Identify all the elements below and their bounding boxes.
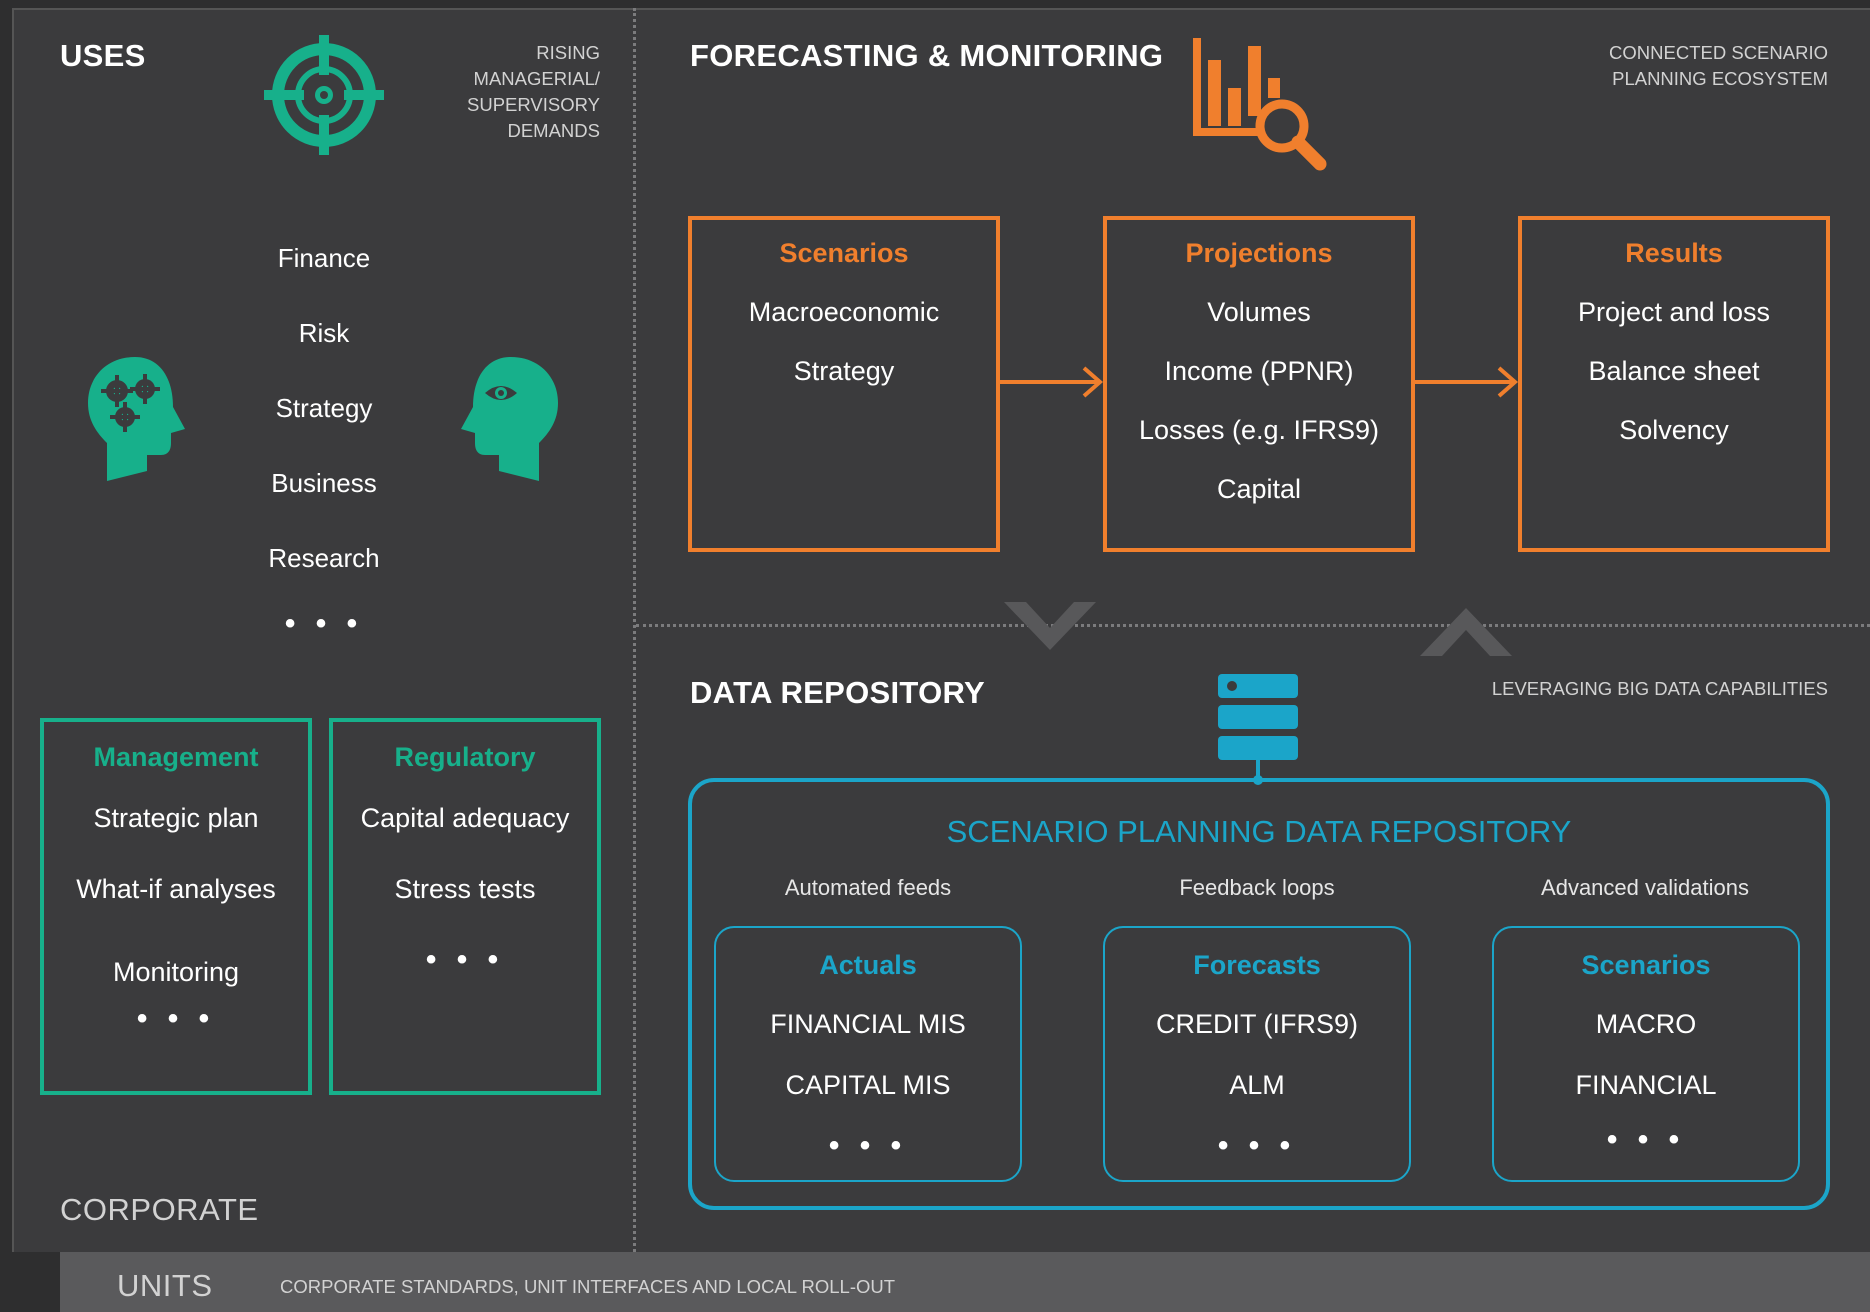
forecasting-title: FORECASTING & MONITORING <box>690 38 1164 73</box>
chevron-down-icon <box>1004 602 1096 650</box>
uses-item-business: Business <box>271 468 377 498</box>
projections-item-losses: Losses (e.g. IFRS9) <box>1138 415 1380 445</box>
horizontal-divider <box>636 624 1870 627</box>
regulatory-ellipsis: • • • <box>425 943 505 976</box>
uses-item-strategy: Strategy <box>275 393 373 423</box>
management-item-what-if: What-if analyses <box>76 874 276 904</box>
actuals-item-financial-mis: FINANCIAL MIS <box>770 1009 966 1039</box>
scenarios-item-strategy: Strategy <box>793 356 895 386</box>
uses-item-research: Research <box>268 543 380 573</box>
results-title: Results <box>1625 238 1723 268</box>
forecasts-box: Forecasts CREDIT (IFRS9) ALM • • • <box>1103 926 1411 1182</box>
management-item-strategic-plan: Strategic plan <box>93 803 259 833</box>
feed-advanced-validations: Advanced validations <box>1541 875 1749 900</box>
results-item-balance-sheet: Balance sheet <box>1588 356 1760 386</box>
actuals-ellipsis: • • • <box>828 1129 908 1162</box>
management-ellipsis: • • • <box>136 1002 216 1035</box>
arrow-projections-to-results <box>1415 366 1519 398</box>
repo-scenarios-item-financial: FINANCIAL <box>1575 1070 1717 1100</box>
repo-scenarios-title: Scenarios <box>1581 950 1711 980</box>
scenarios-item-macroeconomic: Macroeconomic <box>748 297 940 327</box>
units-bar <box>60 1252 1870 1312</box>
regulatory-item-stress-tests: Stress tests <box>394 874 536 904</box>
uses-caption: RISING MANAGERIAL/ SUPERVISORY DEMANDS <box>467 42 600 141</box>
projections-title: Projections <box>1185 238 1333 268</box>
management-item-monitoring: Monitoring <box>112 957 240 987</box>
projections-item-capital: Capital <box>1216 474 1302 504</box>
vertical-divider <box>633 8 636 1252</box>
units-caption: CORPORATE STANDARDS, UNIT INTERFACES AND… <box>280 1276 896 1297</box>
uses-item-risk: Risk <box>298 318 350 348</box>
uses-list: Finance Risk Strategy Business Research … <box>224 232 424 639</box>
corporate-label: CORPORATE <box>60 1192 259 1227</box>
repo-scenarios-ellipsis: • • • <box>1606 1123 1686 1156</box>
units-label: UNITS <box>117 1268 213 1303</box>
forecasts-item-credit: CREDIT (IFRS9) <box>1155 1009 1358 1039</box>
uses-item-finance: Finance <box>277 243 371 273</box>
feed-automated: Automated feeds <box>784 875 952 900</box>
uses-ellipsis: • • • <box>284 607 364 640</box>
head-eye-icon <box>461 357 558 481</box>
results-item-solvency: Solvency <box>1619 415 1729 445</box>
actuals-title: Actuals <box>819 950 917 980</box>
results-item-profit-loss: Project and loss <box>1577 297 1771 327</box>
scenarios-title: Scenarios <box>779 238 909 268</box>
main-panel <box>12 8 1870 1252</box>
projections-item-income: Income (PPNR) <box>1164 356 1354 386</box>
regulatory-title: Regulatory <box>394 742 536 772</box>
data-repository-caption: LEVERAGING BIG DATA CAPABILITIES <box>1491 678 1828 699</box>
forecasting-caption: CONNECTED SCENARIO PLANNING ECOSYSTEM <box>1609 42 1828 89</box>
projections-box: Projections Volumes Income (PPNR) Losses… <box>1103 216 1415 552</box>
repository-box: SCENARIO PLANNING DATA REPOSITORY <box>688 778 1830 1210</box>
repo-scenarios-item-macro: MACRO <box>1595 1009 1697 1039</box>
forecasts-ellipsis: • • • <box>1217 1129 1297 1162</box>
head-gears-icon <box>88 357 185 481</box>
actuals-item-capital-mis: CAPITAL MIS <box>785 1070 951 1100</box>
data-repository-title: DATA REPOSITORY <box>690 675 986 710</box>
uses-title: USES <box>60 38 146 73</box>
projections-item-volumes: Volumes <box>1207 297 1311 327</box>
management-box: Management Strategic plan What-if analys… <box>40 718 312 1095</box>
feed-feedback-loops: Feedback loops <box>1179 875 1335 900</box>
bar-chart-magnifier-icon <box>1193 38 1327 171</box>
chevron-up-icon <box>1420 608 1512 656</box>
actuals-box: Actuals FINANCIAL MIS CAPITAL MIS • • • <box>714 926 1022 1182</box>
management-title: Management <box>93 742 259 772</box>
server-icon <box>1218 674 1298 785</box>
arrow-scenarios-to-projections <box>1000 366 1104 398</box>
repo-scenarios-box: Scenarios MACRO FINANCIAL • • • <box>1492 926 1800 1182</box>
repository-title: SCENARIO PLANNING DATA REPOSITORY <box>946 814 1572 849</box>
forecasts-title: Forecasts <box>1193 950 1321 980</box>
scenarios-box: Scenarios Macroeconomic Strategy <box>688 216 1000 552</box>
regulatory-item-capital-adequacy: Capital adequacy <box>360 803 570 833</box>
forecasts-item-alm: ALM <box>1229 1070 1285 1100</box>
target-icon <box>264 35 384 155</box>
regulatory-box: Regulatory Capital adequacy Stress tests… <box>329 718 601 1095</box>
results-box: Results Project and loss Balance sheet S… <box>1518 216 1830 552</box>
